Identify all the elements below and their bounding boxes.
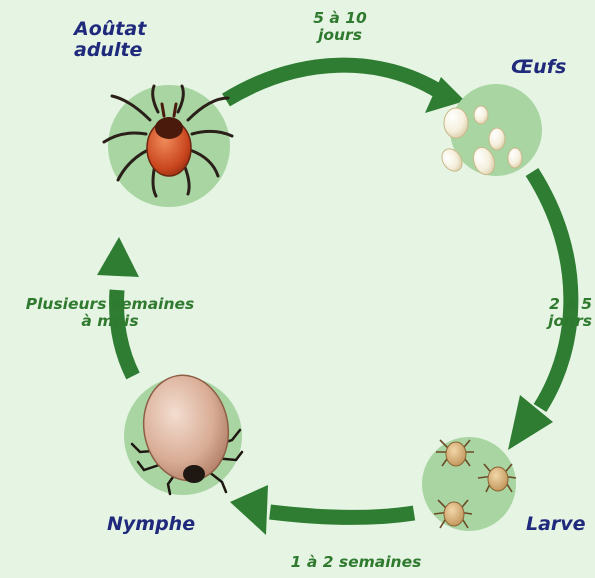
duration-eggs-to-larva: 2 à 5 jours <box>522 296 592 330</box>
duration-larva-to-nymph: 1 à 2 semaines <box>266 554 446 571</box>
arrow-adult-to-eggs <box>226 65 465 113</box>
stage-label-adult: Aoûtat adulte <box>74 19 146 61</box>
stage-label-eggs: Œufs <box>511 57 566 78</box>
stage-label-nymph: Nymphe <box>107 514 195 535</box>
stage-label-larva: Larve <box>526 514 586 535</box>
duration-nymph-to-adult: Plusieurs semaines à mois <box>0 296 220 330</box>
duration-adult-to-eggs: 5 à 10 jours <box>300 10 380 44</box>
arrow-larva-to-nymph <box>230 485 414 535</box>
